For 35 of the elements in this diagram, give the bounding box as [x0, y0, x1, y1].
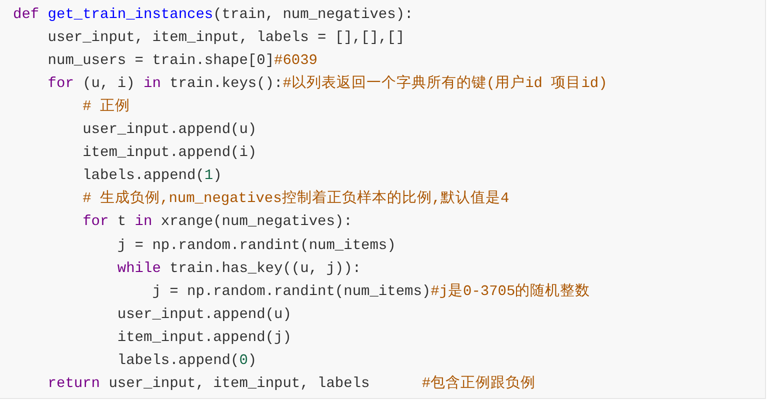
- keyword: while: [117, 260, 161, 278]
- code-text: labels.append(: [82, 167, 204, 186]
- code-comment: #6039: [274, 52, 318, 70]
- code-text: ): [213, 167, 222, 186]
- code-comment: #包含正例跟负例: [422, 375, 536, 394]
- code-text: labels.append(: [117, 352, 240, 370]
- code-text: train.has_key((u, j)):: [170, 260, 362, 278]
- code-comment: #以列表返回一个字典所有的键(用户id 项目id): [282, 74, 608, 93]
- function-name: get_train_instances: [48, 6, 214, 24]
- keyword: in: [144, 74, 161, 93]
- code-text: user_input.append(u): [117, 306, 292, 324]
- keyword: def: [13, 6, 40, 24]
- code-text: xrange(num_negatives):: [160, 213, 352, 232]
- code-comment: # 生成负例,num_negatives控制着正负样本的比例,默认值是4: [82, 190, 510, 208]
- code-text: num_users = train.shape[0]: [48, 52, 274, 70]
- keyword: for: [48, 74, 74, 93]
- code-text: ): [248, 352, 257, 370]
- keyword: in: [134, 213, 152, 232]
- code-text: item_input.append(j): [117, 328, 292, 347]
- code-text: user_input, item_input, labels = [],[],[]: [48, 28, 405, 47]
- code-text: t: [117, 213, 126, 232]
- code-text: user_input.append(u): [82, 121, 257, 139]
- code-comment: #j是0-3705的随机整数: [430, 282, 590, 301]
- code-text: j = np.random.randint(num_items): [117, 236, 396, 254]
- code-text: item_input.append(i): [82, 144, 257, 162]
- keyword: return: [48, 375, 100, 394]
- code-text: (u, i): [82, 74, 135, 93]
- code-comment: # 正例: [82, 98, 130, 116]
- number-literal: 1: [204, 167, 214, 186]
- code-text: (train, num_negatives):: [213, 6, 414, 24]
- number-literal: 0: [239, 352, 248, 370]
- code-text: user_input, item_input, labels: [108, 375, 370, 394]
- keyword: for: [82, 213, 109, 232]
- code-text: j = np.random.randint(num_items): [152, 282, 431, 301]
- code-text: train.keys():: [170, 74, 283, 93]
